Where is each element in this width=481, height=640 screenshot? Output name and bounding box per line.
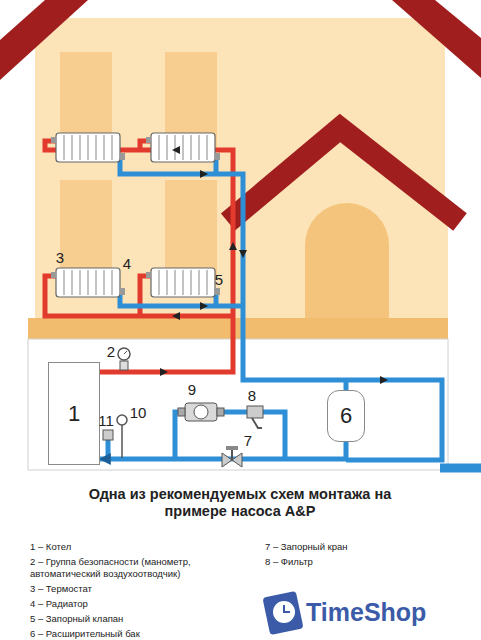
callout-number: 10 [129,404,148,421]
callout-number: 5 [214,271,224,288]
filter [247,406,263,428]
callout-number: 2 [106,343,116,360]
callout-number: 8 [247,387,257,404]
basement [28,339,448,470]
roof [392,0,481,78]
window [165,180,217,280]
legend-text: 7 – Запорный кран [265,541,455,553]
annex-wall [240,125,448,323]
pump [178,403,224,421]
drain-valve [103,430,113,440]
radiator [51,268,125,297]
timeshop-icon [262,591,303,635]
return-pipe [214,160,219,174]
callout-number: 4 [122,255,132,272]
door [305,203,389,323]
radiator [146,133,220,162]
legend-text: 1 – Котел [30,541,245,553]
floor-slab [28,318,448,339]
legend-text: 6 – Расширительный бак [30,628,245,640]
radiator [51,133,125,162]
callout-number: 11 [97,412,115,429]
watermark: TimeShop [306,598,426,627]
radiator [146,268,220,297]
legend-text: 2 – Группа безопасности (манометр, автом… [30,556,245,580]
legend-text: 4 – Радиатор [30,598,245,610]
legend-text: 8 – Фильтр [265,556,455,568]
diagram-title: Одна из рекомендуемых схем монтажа на пр… [80,486,400,520]
callout-number: 7 [243,432,253,449]
return-pipe [120,160,442,460]
safety-group [118,348,130,370]
callout-number: 1 [68,401,80,427]
boiler-box: 1 [48,362,100,465]
shutoff-valve [222,446,242,467]
callout-number: 3 [55,249,65,266]
legend-text: 3 – Термостат [30,583,245,595]
pressure-gauge [117,415,127,458]
window [60,180,112,280]
expansion-tank: 6 [327,390,365,442]
return-pipe [440,464,481,473]
radiators [51,133,220,297]
supply-pipe [140,276,151,316]
legend-text: 5 – Запорный клапан [30,613,245,625]
callout-number: 9 [187,381,197,398]
flow-arrows [160,146,388,384]
callout-number: 6 [340,403,352,429]
